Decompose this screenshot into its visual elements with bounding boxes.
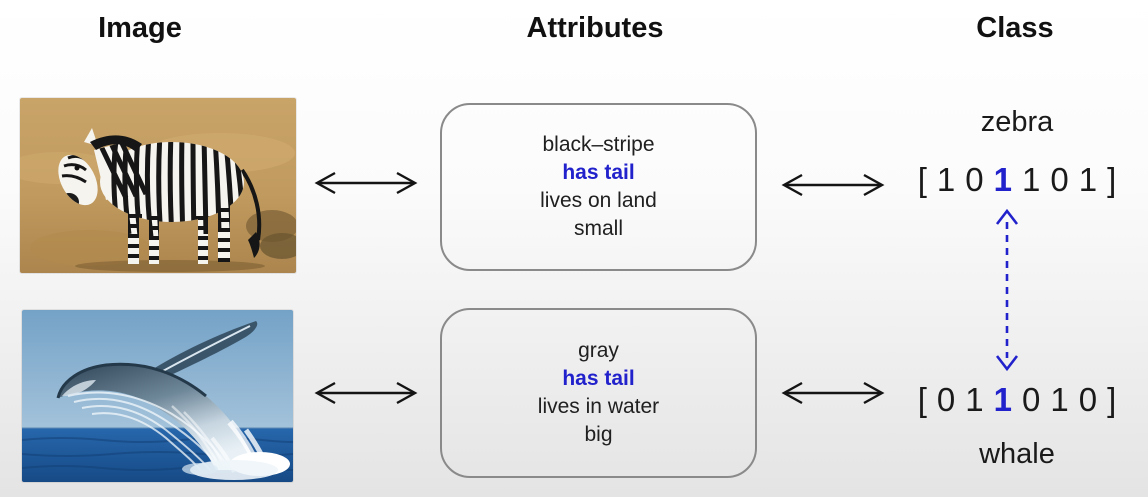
zebra-photo: [20, 98, 296, 273]
dashed-double-arrow-icon: [993, 208, 1021, 372]
double-arrow-icon: [781, 380, 885, 406]
vector-digit: 0: [1078, 381, 1098, 418]
zebra-illustration: [20, 98, 296, 273]
double-arrow-icon: [314, 170, 418, 196]
attribute-lives-on-land: lives on land: [540, 189, 657, 212]
vector-open-bracket: [: [917, 161, 927, 198]
vector-digit: 0: [936, 381, 956, 418]
attribute-big: big: [584, 423, 613, 446]
column-header-image: Image: [98, 12, 182, 44]
class-label-whale: whale: [979, 438, 1055, 470]
whale-photo: [22, 310, 293, 482]
vector-digit: 1: [1050, 381, 1069, 418]
vector-digit: 1: [1022, 161, 1041, 198]
vector-digit: 0: [1022, 381, 1041, 418]
attribute-gray: gray: [578, 339, 619, 362]
attribute-box-zebra: black–stripe has tail lives on land small: [440, 103, 757, 271]
vector-digit: 0: [965, 161, 984, 198]
vector-digit: 1: [993, 161, 1012, 198]
attribute-has-tail: has tail: [562, 367, 635, 390]
vector-open-bracket: [: [917, 381, 927, 418]
vector-digit: 1: [965, 381, 984, 418]
vector-digit: 0: [1050, 161, 1069, 198]
vector-close-bracket: ]: [1107, 161, 1117, 198]
vector-digit: 1: [993, 381, 1012, 418]
attribute-box-whale: gray has tail lives in water big: [440, 308, 757, 478]
column-header-class: Class: [976, 12, 1054, 44]
whale-illustration: [22, 310, 293, 482]
double-arrow-icon: [314, 380, 418, 406]
attribute-black-stripe: black–stripe: [542, 133, 655, 156]
attribute-small: small: [573, 217, 623, 240]
attribute-has-tail: has tail: [562, 161, 635, 184]
vector-close-bracket: ]: [1107, 381, 1117, 418]
double-arrow-icon: [781, 172, 885, 198]
column-header-attributes: Attributes: [526, 12, 664, 44]
attribute-lives-in-water: lives in water: [537, 395, 660, 418]
class-label-zebra: zebra: [980, 106, 1054, 138]
vector-digit: 1: [936, 161, 956, 198]
vector-digit: 1: [1078, 161, 1098, 198]
